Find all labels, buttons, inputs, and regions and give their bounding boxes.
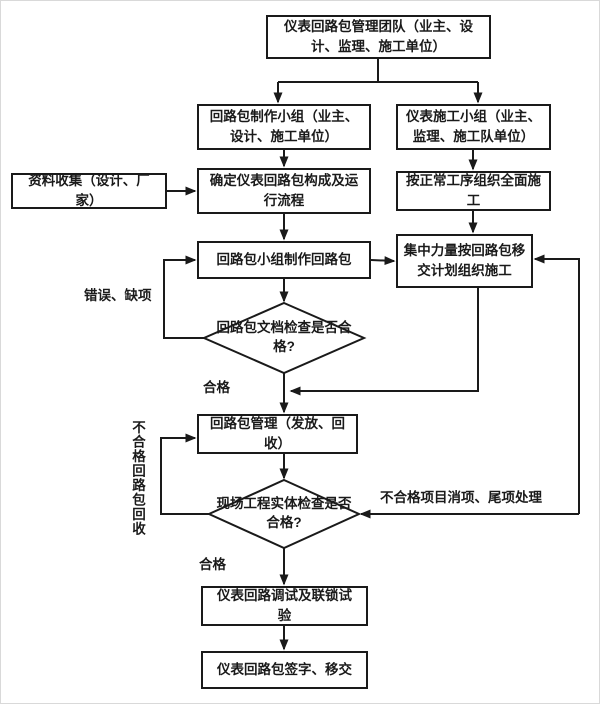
edge-sitecheck-fail-loop [160, 433, 209, 515]
node-loop-management: 回路包管理（发放、回收） [197, 414, 358, 454]
node-handover-label: 仪表回路包签字、移交 [217, 662, 352, 678]
label-qualified-site: 合格 [198, 557, 227, 574]
node-focus-construction: 集中力量按回路包移交计划组织施工 [396, 234, 533, 288]
diamond-site-check-label: 现场工程实体检查是否合格? [212, 488, 356, 540]
node-team: 仪表回路包管理团队（业主、设计、监理、施工单位） [266, 15, 491, 59]
doc-check-text: 回路包文档检查是否合格? [216, 320, 352, 354]
node-make-loop-label: 回路包小组制作回路包 [216, 252, 352, 268]
node-team-label: 仪表回路包管理团队（业主、设计、监理、施工单位） [284, 19, 473, 54]
site-check-text: 现场工程实体检查是否合格? [216, 496, 352, 530]
node-make-loop: 回路包小组制作回路包 [197, 241, 371, 279]
node-focus-construction-label: 集中力量按回路包移交计划组织施工 [403, 243, 526, 278]
node-normal-procedure: 按正常工序组织全面施工 [396, 171, 551, 211]
diamond-site-check-shape [206, 478, 362, 550]
node-loop-management-label: 回路包管理（发放、回收） [210, 416, 345, 451]
node-normal-procedure-label: 按正常工序组织全面施工 [406, 173, 541, 208]
edge-doccheck-fail-loop [163, 255, 206, 339]
edge-punchlist-up-to-focus [533, 254, 580, 514]
label-error-missing: 错误、缺项 [83, 288, 153, 305]
node-commissioning: 仪表回路调试及联锁试验 [201, 586, 368, 626]
node-handover: 仪表回路包签字、移交 [201, 651, 368, 689]
edge-makeloop-to-focus [370, 256, 396, 266]
node-construction-group: 仪表施工小组（业主、监理、施工队单位） [396, 104, 551, 150]
node-loop-group: 回路包制作小组（业主、设计、施工单位） [197, 104, 371, 150]
node-data-collection-label: 资料收集（设计、厂家） [28, 173, 150, 208]
label-qualified-doc: 合格 [202, 380, 231, 397]
node-commissioning-label: 仪表回路调试及联锁试验 [217, 588, 352, 623]
node-data-collection: 资料收集（设计、厂家） [11, 173, 167, 209]
label-unqualified-recall: 不合格回路包回收 [127, 420, 147, 548]
node-loop-group-label: 回路包制作小组（业主、设计、施工单位） [209, 109, 359, 144]
edge-focus-return-to-mainline [289, 288, 479, 396]
diamond-doc-check-shape [201, 301, 367, 375]
node-define-loop: 确定仪表回路包构成及运行流程 [197, 168, 371, 214]
node-construction-group-label: 仪表施工小组（业主、监理、施工队单位） [406, 109, 541, 144]
label-punch-list: 不合格项目消项、尾项处理 [379, 490, 543, 507]
node-define-loop-label: 确定仪表回路包构成及运行流程 [209, 173, 359, 208]
diamond-doc-check-label: 回路包文档检查是否合格? [209, 311, 359, 365]
